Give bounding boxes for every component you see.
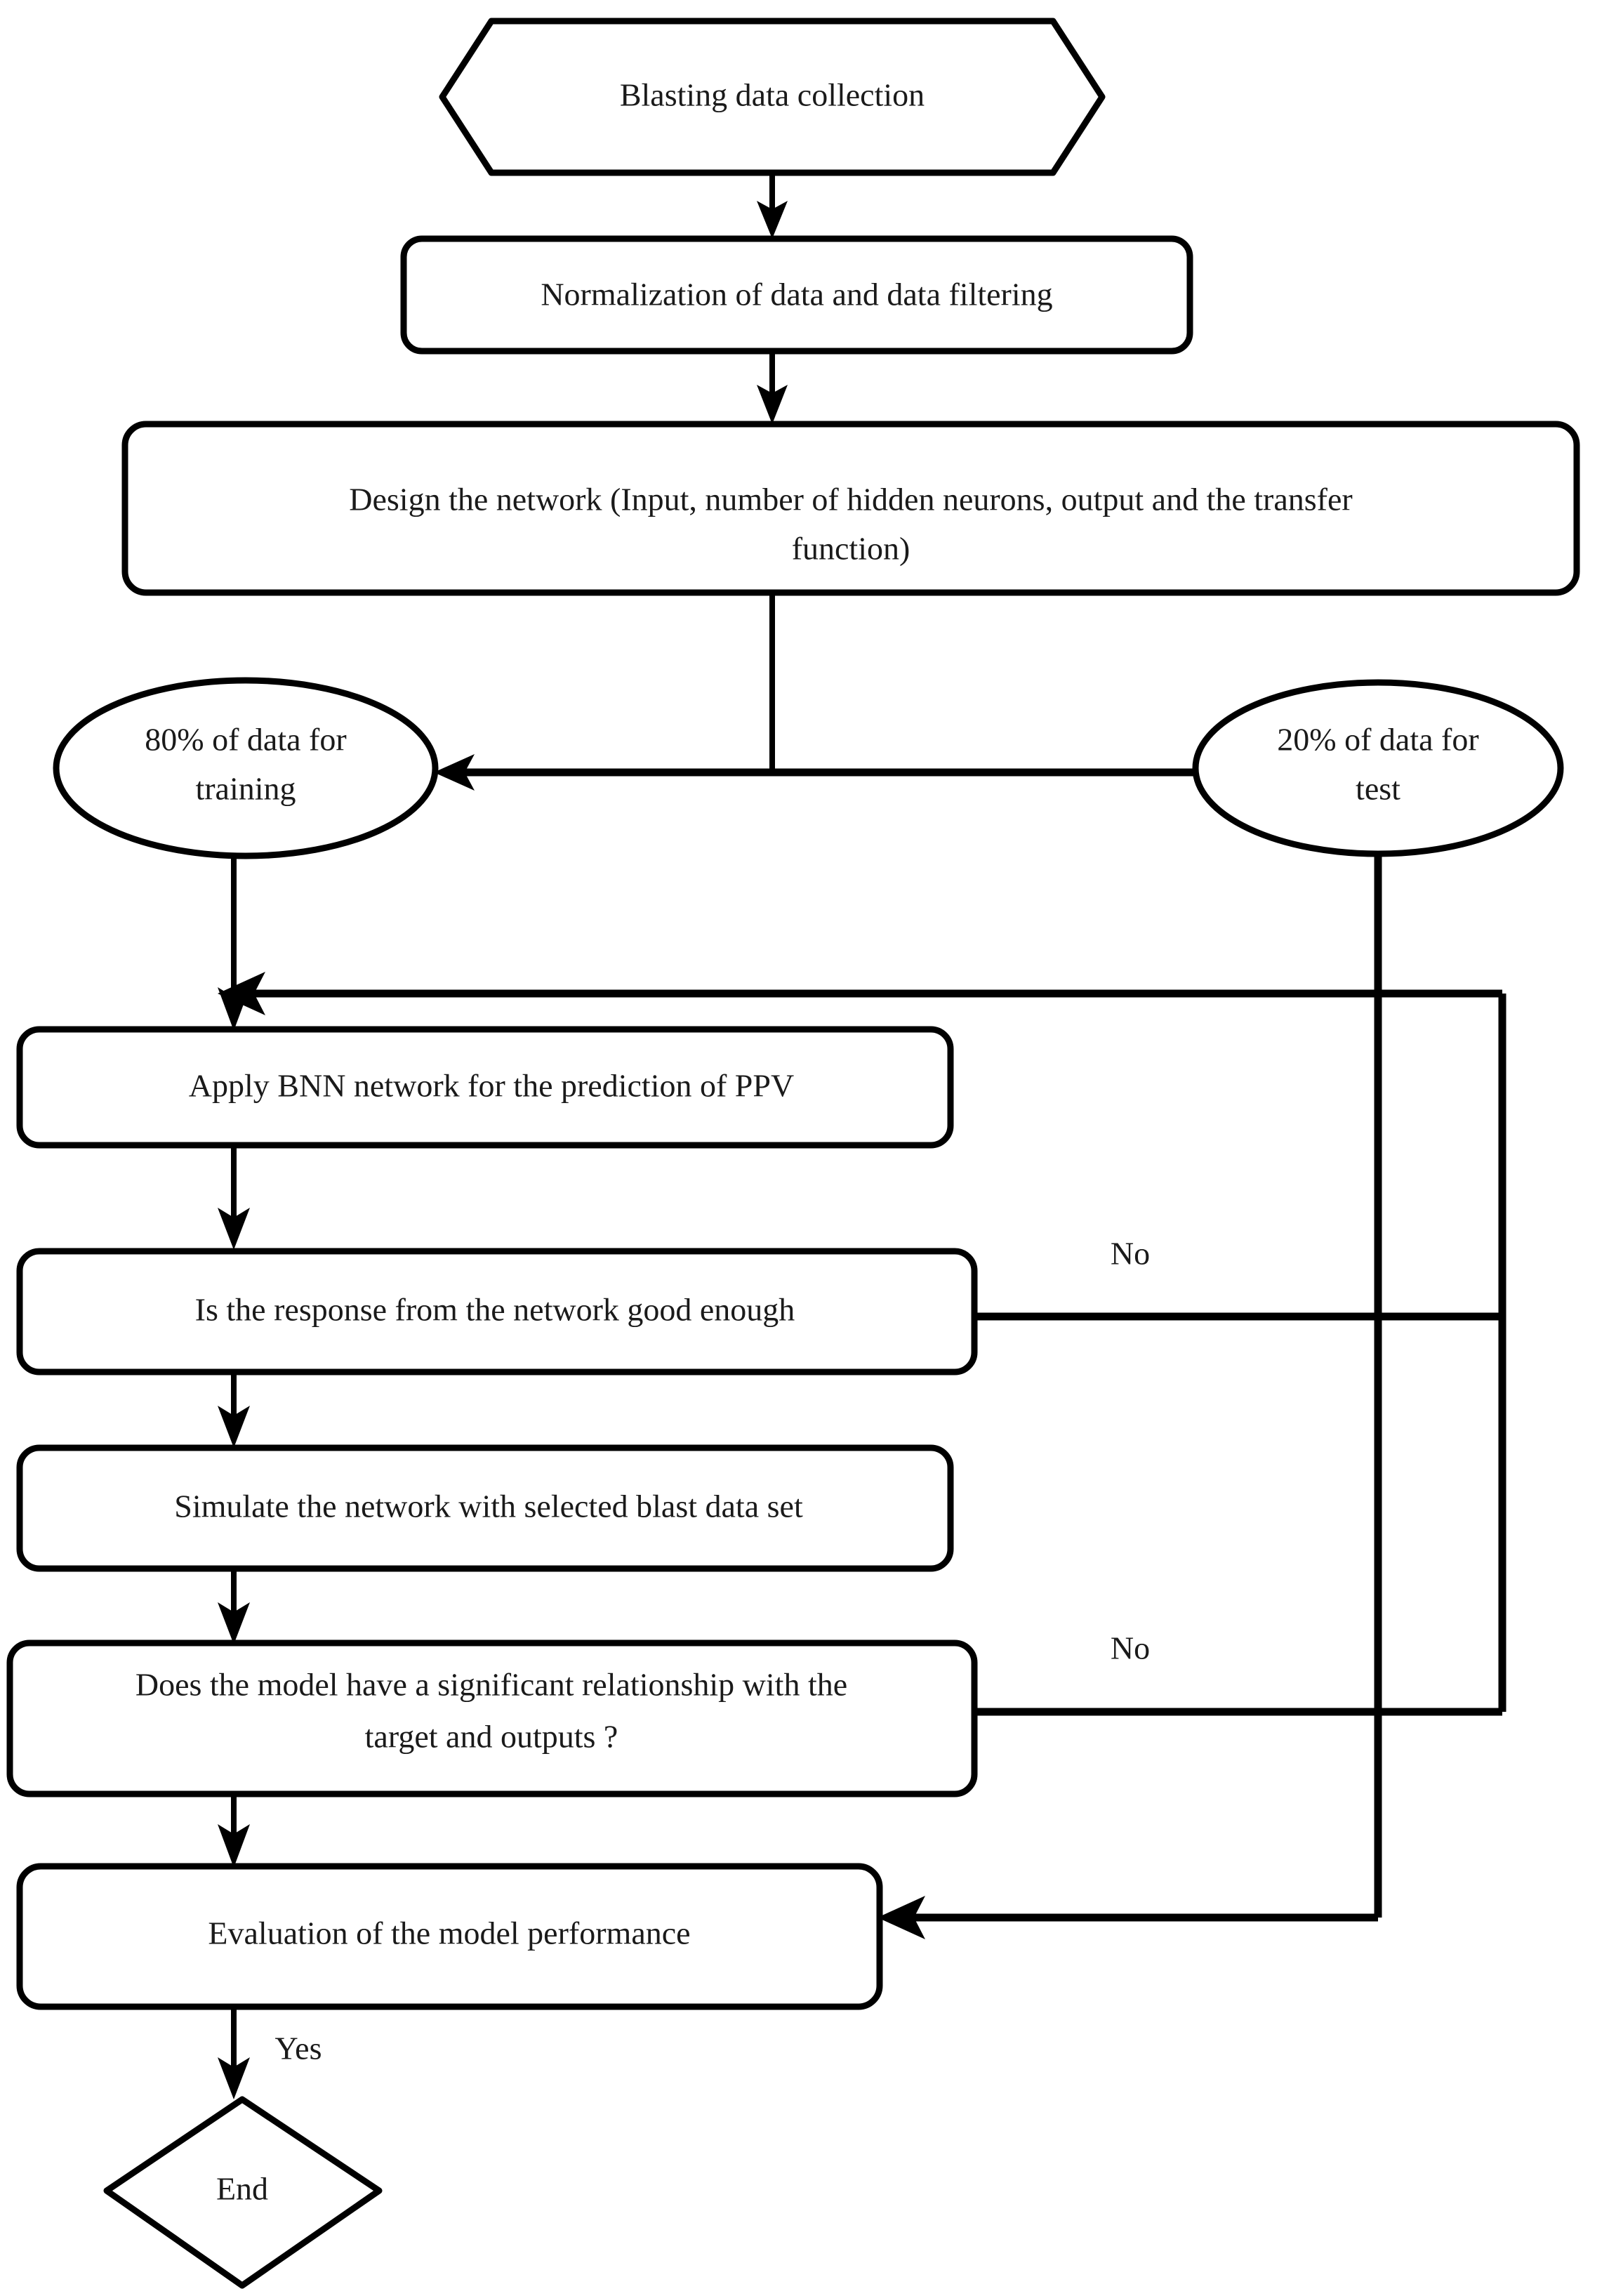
connector-test-to-evaluate <box>877 854 1382 1939</box>
rounded-rect-shape <box>16 1026 954 1149</box>
arrowhead-left-icon <box>877 1896 925 1939</box>
arrowhead-down-icon <box>218 1602 250 1644</box>
connector-normalize-to-design <box>757 351 788 424</box>
node-label-start: Blasting data collection <box>620 77 925 113</box>
node-label-apply-bnn: Apply BNN network for the prediction of … <box>189 1068 794 1104</box>
node-simulate[interactable]: Simulate the network with selected blast… <box>16 1444 954 1572</box>
node-label-training-line1: 80% of data for <box>145 722 346 758</box>
connector-no-response-loop: No <box>218 972 1506 1321</box>
arrowhead-left-icon <box>434 754 475 791</box>
node-check-response[interactable]: Is the response from the network good en… <box>16 1248 978 1375</box>
ellipse-shape <box>1192 679 1564 857</box>
rounded-rect-shape <box>16 1248 978 1375</box>
connector-significance-to-evaluate <box>218 1794 250 1868</box>
node-label-test-line1: 20% of data for <box>1277 722 1478 758</box>
rounded-rect-shape <box>6 1639 978 1797</box>
node-training-split[interactable]: 80% of data for training <box>53 677 439 859</box>
node-normalization[interactable]: Normalization of data and data filtering <box>400 235 1193 355</box>
connector-apply-to-check-response <box>218 1145 250 1250</box>
rounded-rect-shape <box>16 1444 954 1572</box>
arrowhead-down-icon <box>757 201 788 239</box>
arrowhead-down-icon <box>757 385 788 424</box>
node-label-normalization: Normalization of data and data filtering <box>541 277 1052 312</box>
node-label-design-line1: Design the network (Input, number of hid… <box>349 482 1352 517</box>
node-blasting-data-collection[interactable]: Blasting data collection <box>439 18 1106 176</box>
rounded-rect-shape <box>121 421 1580 596</box>
node-design-network[interactable]: Design the network (Input, number of hid… <box>121 421 1580 596</box>
node-test-split[interactable]: 20% of data for test <box>1192 679 1564 857</box>
node-label-design-line2: function) <box>792 531 910 567</box>
node-label-training-line2: training <box>195 771 296 807</box>
arrowhead-left-icon <box>218 972 265 1015</box>
edge-label-no-significance: No <box>1111 1630 1150 1666</box>
hexagon-shape <box>439 18 1106 176</box>
arrowhead-down-icon <box>218 1824 250 1868</box>
rounded-rect-shape <box>16 1863 883 2010</box>
node-label-significance-line1: Does the model have a significant relati… <box>135 1667 847 1703</box>
connector-simulate-to-check-significance <box>218 1569 250 1644</box>
node-check-significance[interactable]: Does the model have a significant relati… <box>6 1639 978 1797</box>
node-label-end: End <box>216 2171 268 2207</box>
node-label-significance-line2: target and outputs ? <box>365 1719 618 1755</box>
connector-evaluate-to-end: Yes <box>218 2007 322 2099</box>
node-label-evaluate: Evaluation of the model performance <box>208 1915 690 1951</box>
node-end[interactable]: End <box>103 2096 383 2289</box>
ellipse-shape <box>53 677 439 859</box>
node-label-check-response: Is the response from the network good en… <box>195 1292 795 1328</box>
connector-design-split <box>434 593 1265 791</box>
node-evaluate[interactable]: Evaluation of the model performance <box>16 1863 883 2010</box>
edge-label-no-response: No <box>1111 1236 1150 1272</box>
arrowhead-down-icon <box>218 1406 250 1448</box>
node-label-simulate: Simulate the network with selected blast… <box>174 1489 803 1524</box>
arrowhead-down-icon <box>218 1208 250 1250</box>
arrowhead-down-icon <box>218 2057 250 2099</box>
rounded-rect-shape <box>400 235 1193 355</box>
node-apply-bnn[interactable]: Apply BNN network for the prediction of … <box>16 1026 954 1149</box>
diamond-shape <box>103 2096 383 2289</box>
connector-no-significance-loop: No <box>974 1317 1506 1716</box>
node-label-test-line2: test <box>1356 771 1400 807</box>
edge-label-yes-end: Yes <box>275 2031 322 2066</box>
connector-check-response-to-simulate <box>218 1372 250 1448</box>
connector-start-to-normalize <box>757 173 788 239</box>
